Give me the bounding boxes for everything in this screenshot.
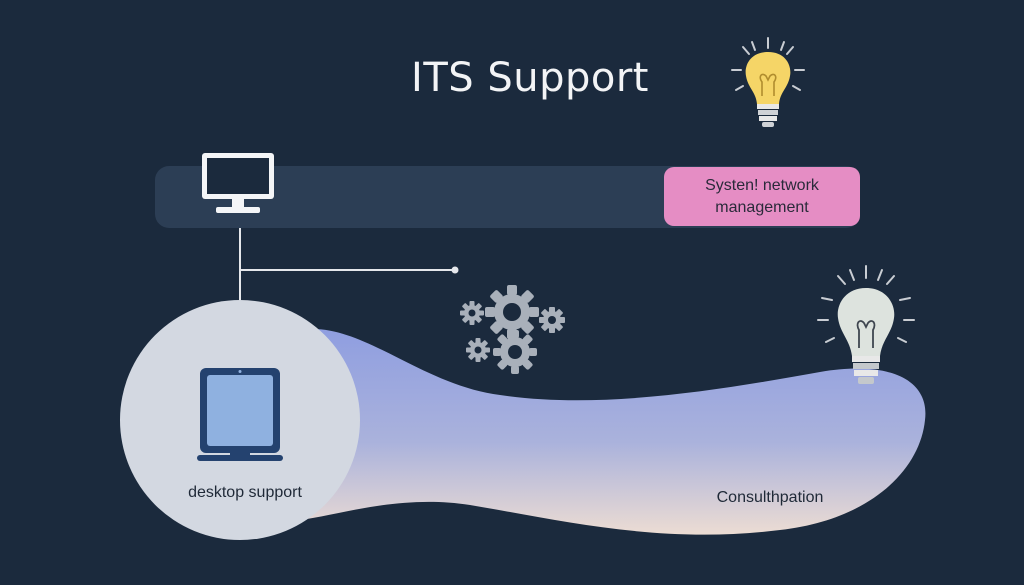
- desktop-support-label: desktop support: [188, 484, 302, 501]
- consultation-label: Consulthpation: [716, 489, 824, 506]
- consultation-lightbulb-icon: [817, 265, 915, 384]
- tablet-icon: [197, 368, 283, 461]
- top-lightbulb-icon: [731, 37, 805, 127]
- consultation-wave: [300, 328, 926, 535]
- network-management-label: Systen! network management: [705, 177, 819, 216]
- page-title: ITS Support: [411, 55, 649, 101]
- connector-dot: [451, 266, 459, 274]
- gears-icon: [460, 285, 565, 374]
- monitor-icon: [202, 153, 274, 213]
- network-pill: [664, 167, 860, 226]
